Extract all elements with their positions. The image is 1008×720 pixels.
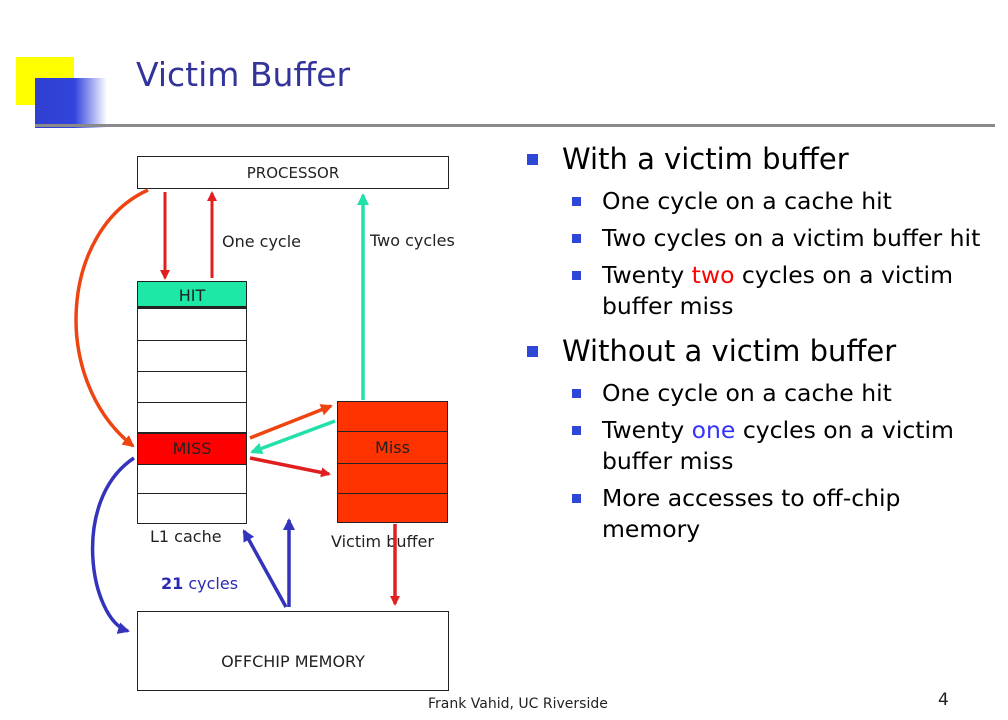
bullet-with-item: Two cycles on a victim buffer hit [525, 223, 1000, 254]
victim-buffer-label: Victim buffer [331, 532, 434, 551]
footer-author: Frank Vahid, UC Riverside [428, 696, 608, 712]
arrow-miss-to-offchip [90, 456, 135, 634]
bullet-with-item: One cycle on a cache hit [525, 186, 1000, 217]
bullet-without-item: One cycle on a cache hit [525, 378, 1000, 409]
title-divider [35, 124, 995, 127]
arrow-offchip-to-l1 [242, 529, 288, 608]
processor-box: PROCESSOR [137, 156, 449, 189]
l1-cache: HIT MISS [137, 281, 247, 524]
highlight-two: two [691, 261, 735, 289]
cycles-21-label: 21 cycles [161, 574, 238, 593]
victim-cell-miss: Miss [337, 432, 448, 464]
l1-cell [137, 403, 247, 433]
l1-cell [137, 341, 247, 372]
processor-label: PROCESSOR [246, 164, 340, 182]
offchip-memory-box: OFFCHIP MEMORY [137, 611, 449, 691]
bullet-text: cycles on a victim buffer miss [602, 261, 953, 320]
bullet-without-item: More accesses to off-chip memory [525, 483, 1000, 545]
bullet-list: With a victim buffer One cycle on a cach… [525, 142, 1000, 551]
miss-label: MISS [172, 439, 212, 458]
hit-label: HIT [178, 286, 206, 305]
l1-cell-hit: HIT [137, 281, 247, 309]
victim-cell [337, 464, 448, 494]
bullet-text: cycles on a victim buffer miss [602, 416, 954, 475]
offchip-memory-label: OFFCHIP MEMORY [221, 652, 365, 671]
l1-cell [137, 465, 247, 494]
bullet-without-item: Twenty one cycles on a victim buffer mis… [525, 415, 1000, 477]
arrow-miss-to-victim-lower [249, 456, 331, 478]
bullet-text: Twenty [602, 416, 692, 444]
slide-title: Victim Buffer [136, 55, 351, 94]
decorative-blue-square [35, 78, 107, 128]
l1-cache-label: L1 cache [150, 527, 222, 546]
page-number: 4 [938, 690, 949, 710]
bullet-without-heading: Without a victim buffer [525, 334, 1000, 368]
l1-cell-miss: MISS [137, 433, 247, 465]
cycles-21-number: 21 [161, 574, 184, 593]
victim-buffer: Miss [337, 401, 448, 523]
two-cycles-label: Two cycles [370, 231, 455, 250]
cycles-21-suffix: cycles [183, 574, 239, 593]
l1-cell [137, 494, 247, 524]
arrow-victim-to-miss [250, 419, 336, 455]
l1-cell [137, 309, 247, 341]
victim-miss-label: Miss [375, 438, 410, 457]
bullet-text: Twenty [602, 261, 692, 289]
bullet-with-heading: With a victim buffer [525, 142, 1000, 176]
victim-cell [337, 494, 448, 523]
arrow-processor-to-miss [74, 188, 149, 448]
arrow-miss-to-victim [249, 404, 333, 440]
l1-cell [137, 372, 247, 403]
highlight-one: one [691, 416, 736, 444]
bullet-with-item: Twenty two cycles on a victim buffer mis… [525, 260, 1000, 322]
one-cycle-label: One cycle [222, 232, 302, 251]
victim-cell [337, 401, 448, 432]
